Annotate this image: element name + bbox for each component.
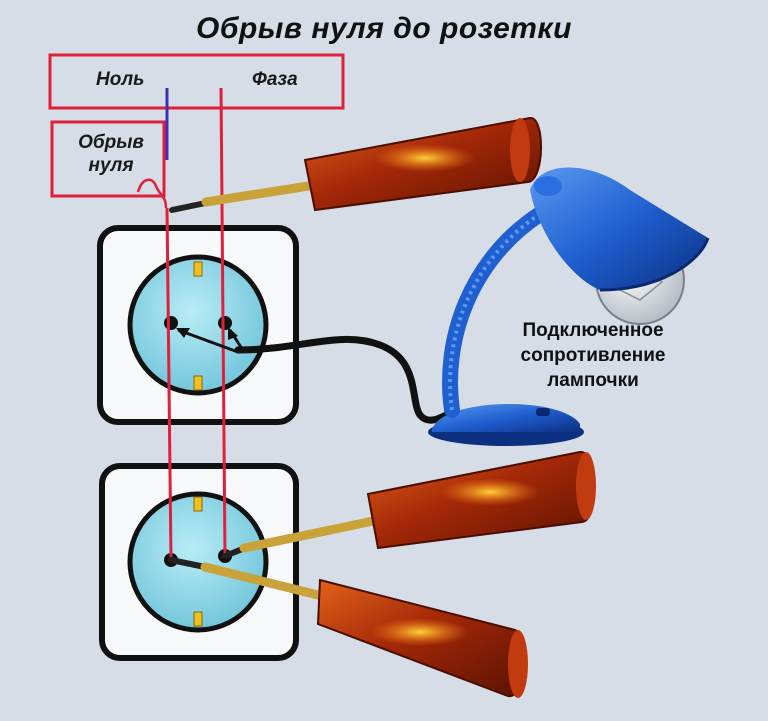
lamp-resistance-note: Подключенное сопротивление лампочки: [478, 318, 708, 393]
diagram-title: Обрыв нуля до розетки: [196, 12, 572, 45]
neutral-phase-label-box: [48, 53, 345, 110]
plug-prong-left: [177, 328, 239, 354]
neutral-break-squiggle: [136, 178, 168, 209]
neutral-break-label-line1: Обрыв: [78, 132, 144, 153]
lamp-note-line1: Подключенное: [522, 320, 664, 341]
neutral-break-label-line2: нуля: [88, 155, 134, 176]
phase-label: Фаза: [252, 69, 298, 90]
screwdriver-top: [169, 117, 542, 213]
lamp-note-line2: сопротивление: [520, 345, 666, 366]
socket-top: [97, 225, 299, 425]
neutral-break-label: Обрыв нуля: [64, 131, 158, 177]
screwdriver-middle: [222, 450, 596, 559]
neutral-break-label-box: [50, 120, 166, 198]
phase-wire: [219, 87, 227, 557]
lamp-note-line3: лампочки: [547, 370, 639, 391]
screwdriver-bottom: [168, 557, 528, 698]
desk-lamp: [428, 167, 710, 446]
socket-bottom: [99, 463, 299, 661]
plug-prong-left-arrow: [176, 328, 190, 338]
lamp-cord: [234, 335, 450, 424]
neutral-wire: [165, 207, 173, 561]
plug-prong-right-arrow: [228, 327, 238, 340]
neutral-label: Ноль: [96, 69, 145, 90]
